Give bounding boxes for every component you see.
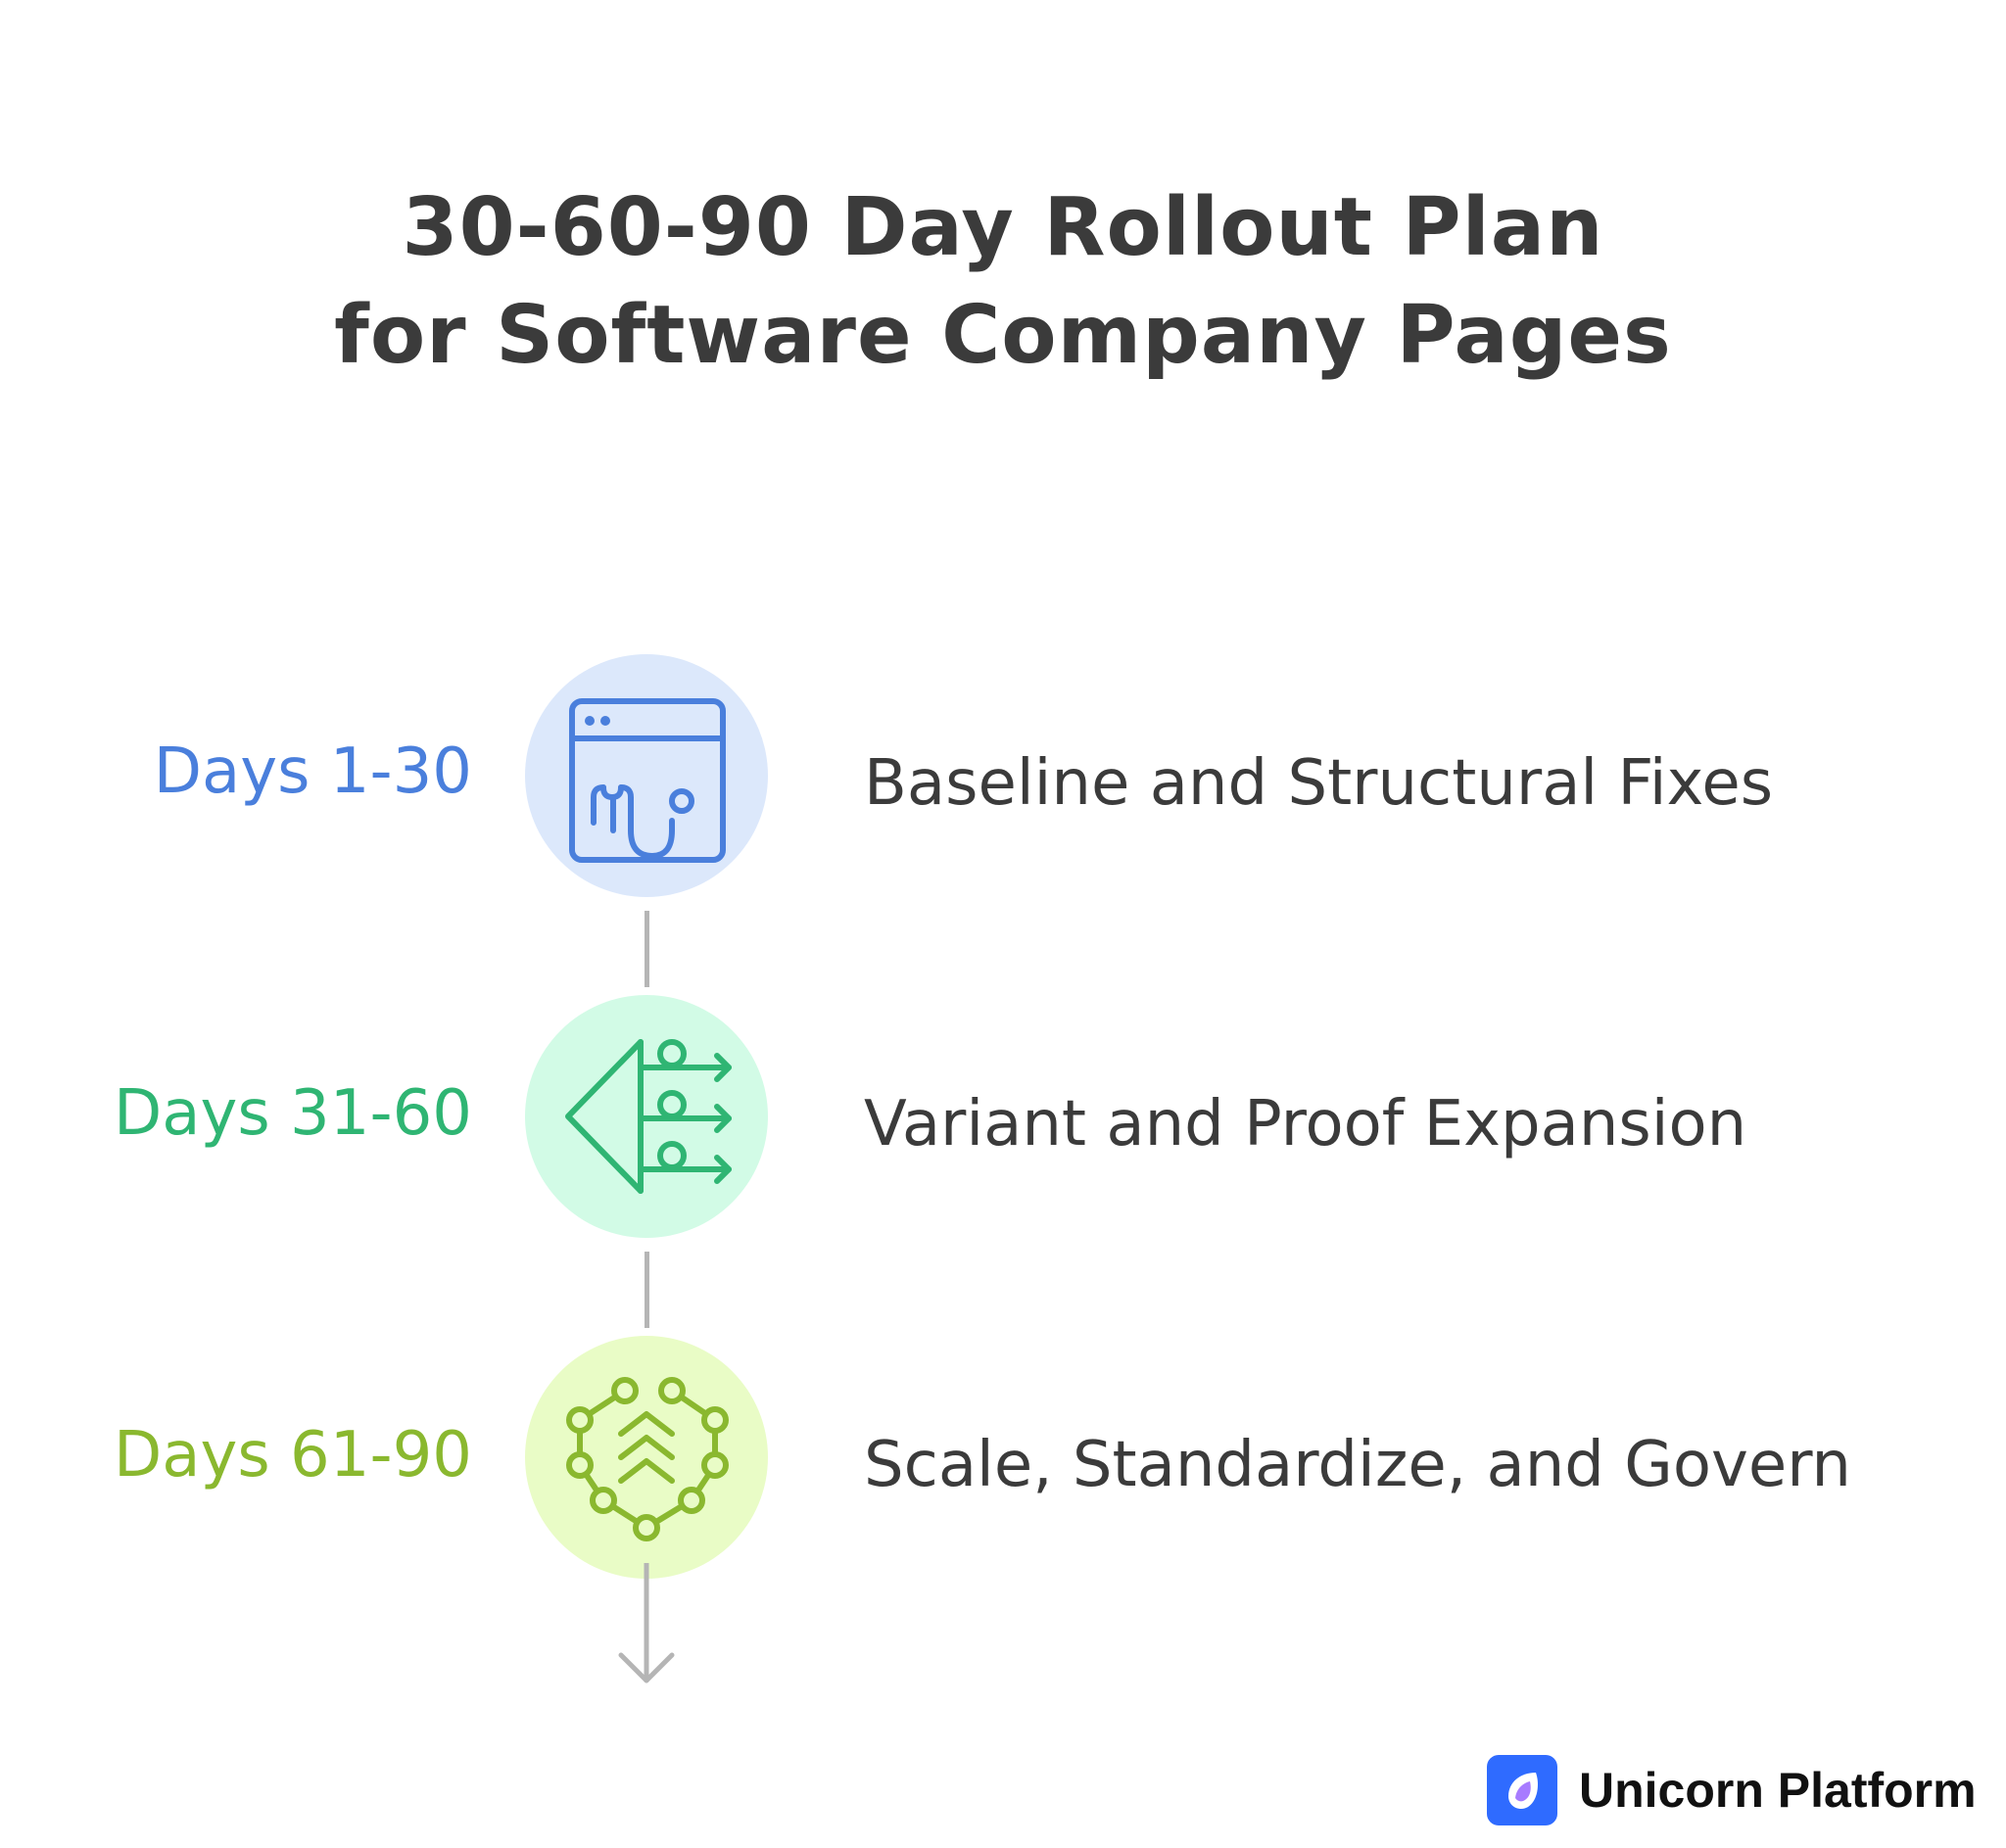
- phase-1-circle: [525, 654, 768, 897]
- connector-line-2: [645, 1252, 649, 1328]
- title-line-1: 30-60-90 Day Rollout Plan: [402, 181, 1604, 274]
- phase-2-label: Days 31-60: [113, 1077, 472, 1150]
- phase-2-circle: [525, 995, 768, 1238]
- network-chevrons-icon: [566, 1377, 729, 1541]
- brand-watermark: Unicorn Platform: [1487, 1755, 1977, 1825]
- branching-arrows-icon: [565, 1039, 732, 1194]
- timeline-arrow-icon: [618, 1563, 675, 1683]
- phase-3-description: Scale, Standardize, and Govern: [864, 1429, 1851, 1501]
- connector-line-1: [645, 911, 649, 987]
- diagram-title: 30-60-90 Day Rollout Plan for Software C…: [0, 174, 2006, 390]
- unicorn-platform-logo-icon: [1487, 1755, 1557, 1825]
- phase-1-description: Baseline and Structural Fixes: [864, 747, 1774, 820]
- phase-3-label: Days 61-90: [113, 1419, 472, 1492]
- title-line-2: for Software Company Pages: [334, 289, 1672, 382]
- browser-stethoscope-icon: [569, 698, 726, 863]
- phase-1-label: Days 1-30: [153, 735, 472, 808]
- phase-2-description: Variant and Proof Expansion: [864, 1088, 1747, 1161]
- brand-name: Unicorn Platform: [1579, 1763, 1977, 1818]
- phase-3-circle: [525, 1336, 768, 1579]
